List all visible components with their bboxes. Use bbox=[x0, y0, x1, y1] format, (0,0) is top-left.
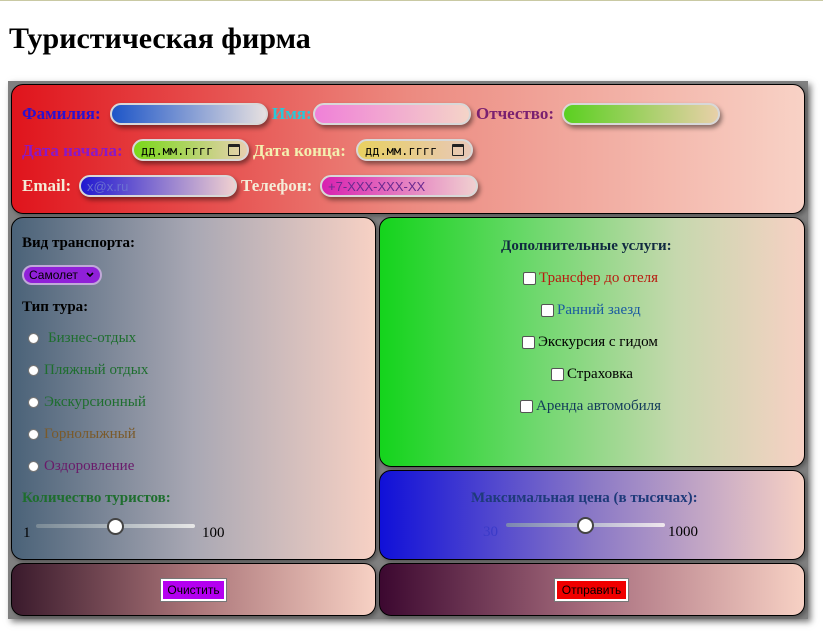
checkbox[interactable] bbox=[523, 272, 536, 285]
price-max: 1000 bbox=[668, 524, 698, 540]
surname-input[interactable] bbox=[110, 103, 268, 125]
checkbox[interactable] bbox=[520, 400, 533, 413]
email-input[interactable]: x@x.ru bbox=[79, 175, 237, 197]
extra-option-label: Трансфер до отеля bbox=[539, 270, 659, 286]
radio-button[interactable] bbox=[28, 365, 39, 376]
surname-label: Фамилия: bbox=[22, 104, 101, 123]
tour-option-label: Пляжный отдых bbox=[44, 362, 149, 378]
extras-label: Дополнительные услуги: bbox=[501, 238, 672, 254]
price-min: 30 bbox=[483, 524, 498, 540]
page-title: Туристическая фирма bbox=[9, 22, 311, 55]
start-date-placeholder: дд.мм.гггг bbox=[141, 144, 214, 158]
price-panel bbox=[379, 470, 805, 560]
email-placeholder: x@x.ru bbox=[87, 179, 129, 194]
checkbox[interactable] bbox=[522, 336, 535, 349]
radio-button[interactable] bbox=[28, 429, 39, 440]
email-label: Email: bbox=[22, 176, 72, 195]
price-slider-thumb[interactable] bbox=[577, 517, 594, 534]
name-input[interactable] bbox=[313, 103, 471, 125]
extra-option-label: Экскурсия с гидом bbox=[538, 334, 658, 350]
checkbox[interactable] bbox=[541, 304, 554, 317]
patronymic-input[interactable] bbox=[562, 103, 720, 125]
extras-panel bbox=[379, 217, 805, 467]
extra-option-label: Аренда автомобиля bbox=[536, 398, 662, 414]
transport-panel bbox=[11, 217, 376, 560]
radio-button[interactable] bbox=[28, 333, 39, 344]
tourists-min: 1 bbox=[23, 525, 31, 541]
checkbox[interactable] bbox=[551, 368, 564, 381]
start-date-label: Дата начала: bbox=[22, 141, 123, 160]
end-date-label: Дата конца: bbox=[253, 141, 346, 160]
top-border bbox=[0, 0, 823, 1]
transport-select-value: Самолет bbox=[29, 268, 78, 282]
radio-button[interactable] bbox=[28, 397, 39, 408]
calendar-icon[interactable] bbox=[228, 144, 240, 156]
tourists-slider-thumb[interactable] bbox=[107, 518, 124, 535]
end-date-placeholder: дд.мм.гггг bbox=[365, 144, 438, 158]
tour-option-label: Экскурсионный bbox=[44, 394, 146, 410]
phone-placeholder: +7-XXX-XXX-XX bbox=[328, 179, 426, 194]
extra-option-label: Страховка bbox=[567, 366, 633, 382]
tour-type-label: Тип тура: bbox=[22, 299, 89, 315]
phone-label: Телефон: bbox=[241, 176, 313, 195]
tour-option-label: Горнолыжный bbox=[44, 426, 136, 442]
phone-input[interactable]: +7-XXX-XXX-XX bbox=[320, 175, 478, 197]
price-label: Максимальная цена (в тысячах): bbox=[471, 490, 698, 506]
patronymic-label: Отчество: bbox=[476, 104, 555, 123]
name-label: Имя: bbox=[272, 104, 312, 123]
tourists-max: 100 bbox=[202, 525, 225, 541]
radio-button[interactable] bbox=[28, 461, 39, 472]
transport-label: Вид транспорта: bbox=[22, 235, 136, 251]
end-date-input[interactable]: дд.мм.гггг bbox=[356, 139, 473, 161]
chevron-down-icon bbox=[86, 272, 94, 278]
start-date-input[interactable]: дд.мм.гггг bbox=[132, 139, 249, 161]
tour-option-label: Бизнес-отдых bbox=[48, 330, 137, 346]
transport-select[interactable]: Самолет bbox=[22, 265, 102, 285]
send-button[interactable]: Отправить bbox=[554, 578, 629, 602]
send-panel bbox=[379, 563, 805, 616]
clear-button[interactable]: Очистить bbox=[160, 578, 227, 602]
calendar-icon[interactable] bbox=[452, 144, 464, 156]
tourists-label: Количество туристов: bbox=[22, 490, 171, 506]
extra-option-label: Ранний заезд bbox=[557, 302, 641, 318]
tour-option-label: Оздоровление bbox=[44, 458, 135, 474]
